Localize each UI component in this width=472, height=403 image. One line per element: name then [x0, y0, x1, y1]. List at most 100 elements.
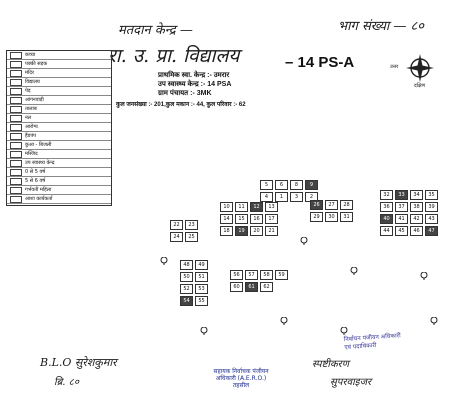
legend-label: उप स्वास्थ्य केन्द्र: [25, 160, 55, 166]
legend-symbol-icon: [10, 142, 22, 149]
info-line-3: ग्राम पंचायत :- 3MK: [158, 90, 212, 97]
legend-symbol-icon: [10, 124, 22, 131]
legend-row: नल: [7, 114, 111, 123]
legend-row: गर्भवती महिला: [7, 186, 111, 195]
legend-label: नल: [25, 115, 32, 121]
house-marker: 62: [260, 282, 273, 292]
legend-label: मस्जिद: [25, 151, 38, 157]
legend-row: कुआ - बिजली: [7, 141, 111, 150]
legend-symbol-icon: [10, 52, 22, 59]
house-marker: 51: [195, 272, 208, 282]
legend-symbol-icon: [10, 115, 22, 122]
legend-symbol-icon: [10, 70, 22, 77]
house-marker: 49: [195, 260, 208, 270]
aero-line3: तहसील: [232, 382, 250, 389]
legend-row: आरोग्य: [7, 123, 111, 132]
legend-row: मस्जिद: [7, 150, 111, 159]
house-marker: 6: [275, 180, 288, 190]
legend-row: हैंडपंप: [7, 132, 111, 141]
legend-label: तालाब: [25, 106, 37, 112]
house-marker: 60: [230, 282, 243, 292]
house-marker: 10: [220, 202, 233, 212]
legend-symbol-icon: [10, 133, 22, 140]
house-marker: 50: [180, 272, 193, 282]
house-marker: 27: [325, 200, 338, 210]
house-marker: 57: [245, 270, 258, 280]
house-marker: 35: [425, 190, 438, 200]
house-marker: 21: [265, 226, 278, 236]
house-marker: 59: [275, 270, 288, 280]
house-marker: 19: [235, 226, 248, 236]
legend-symbol-icon: [10, 160, 22, 167]
compass-south-label: दक्षिण: [414, 83, 426, 89]
legend-symbol-icon: [10, 187, 22, 194]
tree-icon: [280, 310, 288, 325]
right-signature-2: सुपरवाइजर: [330, 377, 372, 388]
house-marker: 4: [260, 192, 273, 202]
house-marker: 5: [260, 180, 273, 190]
house-marker: 15: [235, 214, 248, 224]
legend-row: आंगनवाड़ी: [7, 96, 111, 105]
legend-label: कुआ - बिजली: [25, 142, 52, 148]
legend-symbol-icon: [10, 61, 22, 68]
house-marker: 33: [395, 190, 408, 200]
house-marker: 17: [265, 214, 278, 224]
house-marker: 37: [395, 202, 408, 212]
house-marker: 12: [250, 202, 263, 212]
legend-label: मंदिर: [25, 70, 34, 76]
house-marker: 55: [195, 296, 208, 306]
tree-icon: [350, 260, 358, 275]
compass-icon: [406, 54, 434, 82]
info-line-4: कुल जनसंख्या :- 201,कुल मकान :- 44, कुल …: [116, 102, 246, 108]
legend-label: हैंडपंप: [25, 133, 37, 139]
house-marker: 16: [250, 214, 263, 224]
polling-code: – 14 PS-A: [285, 54, 355, 71]
legend-row: आशा कार्यकर्ता: [7, 195, 111, 204]
house-marker: 43: [425, 214, 438, 224]
house-marker: 48: [180, 260, 193, 270]
blo-part: ब्रि. ८०: [54, 377, 80, 388]
house-marker: 38: [410, 202, 423, 212]
legend-symbol-icon: [10, 151, 22, 158]
house-marker: 11: [235, 202, 248, 212]
house-marker: 54: [180, 296, 193, 306]
legend-symbol-icon: [10, 88, 22, 95]
house-marker: 47: [425, 226, 438, 236]
legend-label: पेड़: [25, 88, 31, 94]
legend-row: 5 से 6 वर्ष: [7, 177, 111, 186]
legend-label: 5 से 6 वर्ष: [25, 178, 46, 184]
legend-row: विद्यालय: [7, 78, 111, 87]
house-marker: 24: [170, 232, 183, 242]
house-marker: 29: [310, 212, 323, 222]
house-marker: 18: [220, 226, 233, 236]
aero-block: सहायक निर्वाचक पंजीयन अधिकारी (A.E.R.O.)…: [196, 368, 286, 389]
legend-label: आरोग्य: [25, 124, 38, 130]
house-marker: 58: [260, 270, 273, 280]
house-marker: 42: [410, 214, 423, 224]
house-marker: 14: [220, 214, 233, 224]
house-marker: 28: [340, 200, 353, 210]
house-marker: 9: [305, 180, 318, 190]
house-marker: 20: [250, 226, 263, 236]
house-marker: 8: [290, 180, 303, 190]
legend-symbol-icon: [10, 169, 22, 176]
legend-row: कच्चा: [7, 51, 111, 60]
legend-row: पक्की सड़क: [7, 60, 111, 69]
tree-icon: [430, 310, 438, 325]
house-marker: 36: [380, 202, 393, 212]
aero-line1: सहायक निर्वाचक पंजीयन: [213, 368, 269, 375]
house-marker: 13: [265, 202, 278, 212]
house-marker: 56: [230, 270, 243, 280]
legend-label: गर्भवती महिला: [25, 187, 52, 193]
legend-label: 0 से 5 वर्ष: [25, 169, 46, 175]
house-marker: 39: [425, 202, 438, 212]
house-marker: 41: [395, 214, 408, 224]
legend-symbol-icon: [10, 79, 22, 86]
school-name: रा. उ. प्रा. विद्यालय: [108, 45, 240, 67]
legend-label: विद्यालय: [25, 79, 40, 85]
info-line-1: प्राथमिक स्वा. केन्द्र :- उमरार: [158, 72, 230, 79]
house-marker: 46: [410, 226, 423, 236]
legend-symbol-icon: [10, 106, 22, 113]
